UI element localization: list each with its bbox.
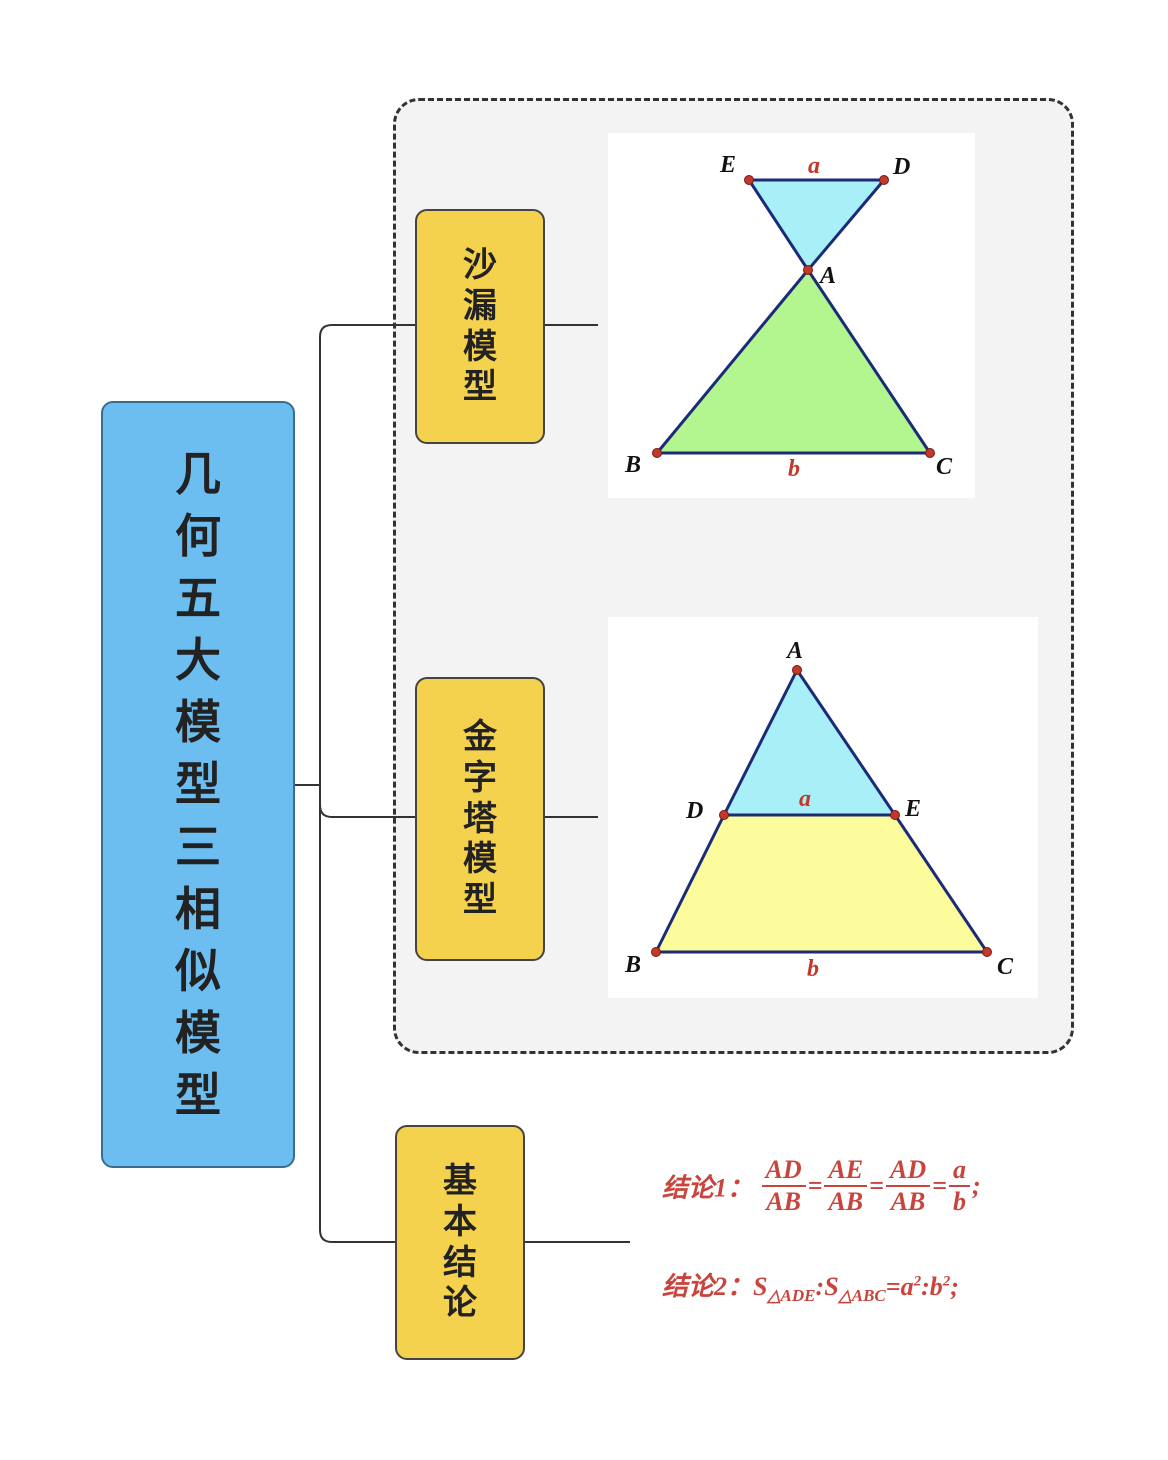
- side-b-label: b: [788, 456, 800, 482]
- exponent: 2: [942, 1273, 951, 1290]
- rhs-a: =a: [885, 1272, 914, 1301]
- side-a-label: a: [808, 153, 820, 179]
- title-char: 似: [175, 943, 221, 998]
- equals: =: [932, 1171, 947, 1200]
- label-d: D: [685, 798, 703, 824]
- rhs-b: :b: [921, 1272, 943, 1301]
- trapezoid-debc: [654, 813, 989, 954]
- point-c: [925, 448, 935, 458]
- pyramid-figure: [654, 668, 989, 954]
- subscript-abc: △ABC: [838, 1286, 886, 1306]
- label-char: 型: [463, 880, 497, 921]
- point-c: [982, 947, 992, 957]
- label-d: D: [892, 154, 910, 180]
- connector-trunk: [319, 324, 415, 1243]
- main-topic[interactable]: 几 何 五 大 模 型 三 相 似 模 型: [101, 401, 295, 1168]
- point-a: [803, 265, 813, 275]
- triangle-ade: [747, 178, 886, 272]
- triangle-ade: [722, 668, 897, 817]
- exponent: 2: [913, 1273, 922, 1290]
- numerator: AE: [824, 1155, 868, 1187]
- semicolon: ;: [950, 1272, 959, 1301]
- conclusion-2-label: 结论2：: [662, 1272, 754, 1301]
- point-b: [651, 947, 661, 957]
- label-char: 结: [443, 1242, 477, 1283]
- label-char: 金: [463, 717, 497, 757]
- point-d: [879, 175, 889, 185]
- denominator: b: [952, 1187, 966, 1216]
- point-a: [792, 665, 802, 675]
- branch-pyramid-model[interactable]: 金 字 塔 模 型: [415, 677, 545, 961]
- title-char: 五: [175, 571, 221, 626]
- label-b: B: [624, 452, 641, 478]
- branch-hourglass-model[interactable]: 沙 漏 模 型: [415, 209, 545, 444]
- label-char: 基: [443, 1160, 477, 1201]
- point-d: [719, 810, 729, 820]
- side-a-label: a: [799, 786, 811, 812]
- semicolon: ;: [971, 1171, 981, 1200]
- label-char: 论: [443, 1283, 477, 1324]
- label-char: 沙: [463, 244, 497, 285]
- denominator: AB: [890, 1187, 926, 1216]
- hourglass-figure: [655, 178, 932, 455]
- label-char: 漏: [463, 285, 497, 326]
- point-e: [744, 175, 754, 185]
- label-e: E: [719, 152, 736, 178]
- label-char: 本: [443, 1201, 477, 1242]
- equals: =: [807, 1171, 823, 1200]
- title-char: 相: [175, 881, 221, 936]
- numerator: AD: [885, 1155, 931, 1187]
- denominator: AB: [828, 1187, 864, 1216]
- label-c: C: [936, 454, 953, 480]
- colon: :: [815, 1272, 825, 1301]
- side-b-label: b: [807, 956, 819, 982]
- denominator: AB: [766, 1187, 801, 1216]
- title-char: 模: [175, 1005, 221, 1060]
- triangle-abc: [655, 268, 932, 455]
- label-c: C: [997, 954, 1014, 980]
- title-char: 何: [175, 509, 221, 564]
- label-a: A: [818, 263, 836, 289]
- point-b: [652, 448, 662, 458]
- numerator: a: [948, 1155, 970, 1187]
- conclusion-2: 结论2：S△ADE:S△ABC=a2:b2;: [662, 1266, 959, 1306]
- area-symbol: S: [753, 1272, 768, 1301]
- subscript-ade: △ADE: [767, 1286, 816, 1306]
- title-char: 型: [175, 1067, 221, 1122]
- title-char: 型: [175, 757, 221, 812]
- area-symbol: S: [824, 1272, 839, 1301]
- numerator: AD: [761, 1155, 806, 1187]
- connector-pyramid: [319, 804, 415, 818]
- branch-basic-conclusions[interactable]: 基 本 结 论: [395, 1125, 525, 1360]
- title-char: 大: [175, 633, 221, 688]
- label-char: 型: [463, 367, 497, 408]
- conclusion-1-label: 结论1：: [662, 1173, 754, 1203]
- title-char: 三: [175, 819, 221, 874]
- point-e: [890, 810, 900, 820]
- label-char: 字: [463, 757, 497, 798]
- title-char: 模: [175, 695, 221, 750]
- label-e: E: [904, 796, 921, 822]
- label-b: B: [624, 952, 641, 978]
- equals: =: [869, 1171, 884, 1200]
- label-char: 模: [463, 326, 497, 367]
- title-char: 几: [175, 446, 221, 501]
- label-char: 模: [463, 839, 497, 880]
- label-char: 塔: [463, 798, 497, 839]
- label-a: A: [785, 638, 803, 664]
